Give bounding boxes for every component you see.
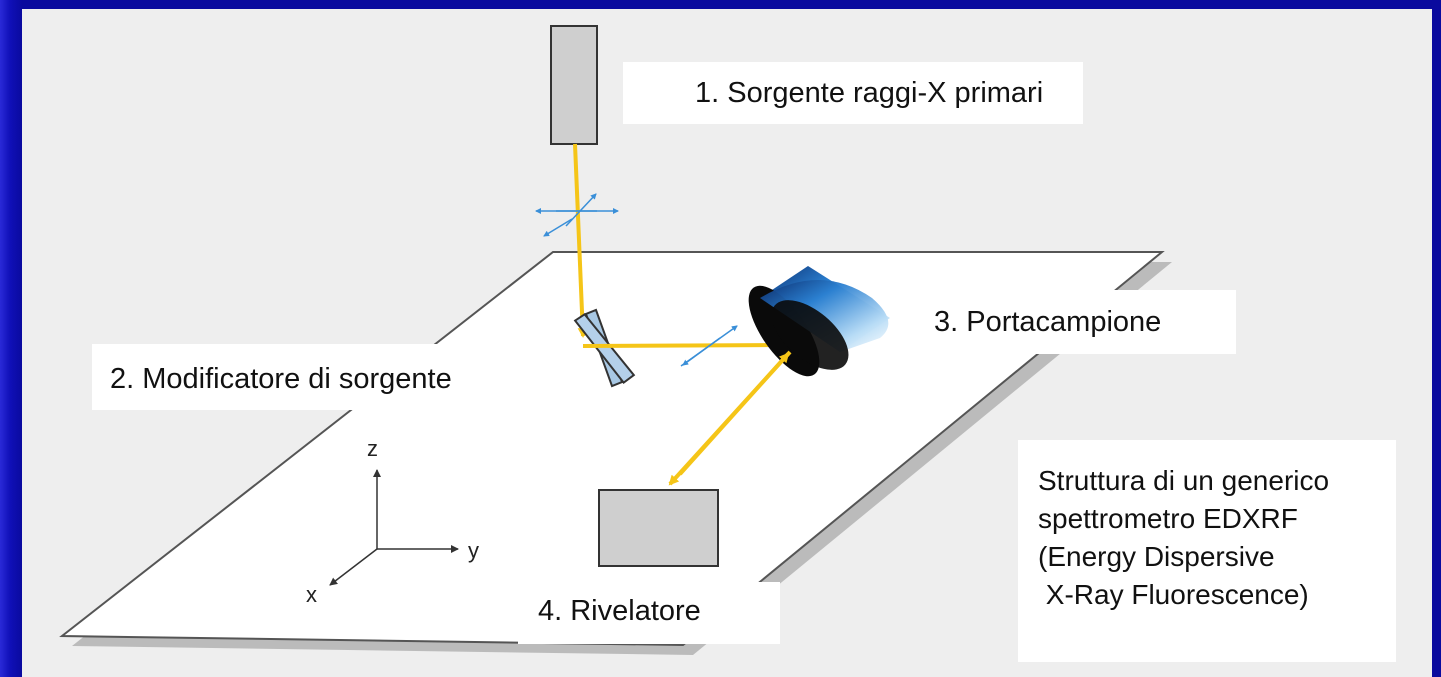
- caption-line: Struttura di un generico: [1038, 465, 1330, 496]
- axis-y-label: y: [468, 538, 479, 563]
- label-detector: 4. Rivelatore: [518, 582, 780, 644]
- label-sample-holder: 3. Portacampione: [918, 290, 1236, 354]
- sample-holder-cylinder: [748, 266, 890, 377]
- caption-box: Struttura di un generico spettrometro ED…: [1018, 440, 1396, 662]
- polarization-arrows-primary: [535, 193, 619, 237]
- secondary-beam: [582, 340, 784, 351]
- detector-box: [598, 489, 719, 567]
- axis-x-label: x: [306, 582, 317, 607]
- label-source: 1. Sorgente raggi-X primari: [623, 62, 1083, 124]
- coordinate-axes: [329, 469, 459, 586]
- xray-source-tube: [550, 25, 598, 145]
- caption-line: (Energy Dispersive: [1038, 541, 1275, 572]
- caption-line: X-Ray Fluorescence): [1038, 579, 1309, 610]
- caption-line: spettrometro EDXRF: [1038, 503, 1298, 534]
- primary-beam: [573, 143, 588, 338]
- axis-z-label: z: [367, 436, 378, 461]
- label-modifier: 2. Modificatore di sorgente: [92, 344, 522, 410]
